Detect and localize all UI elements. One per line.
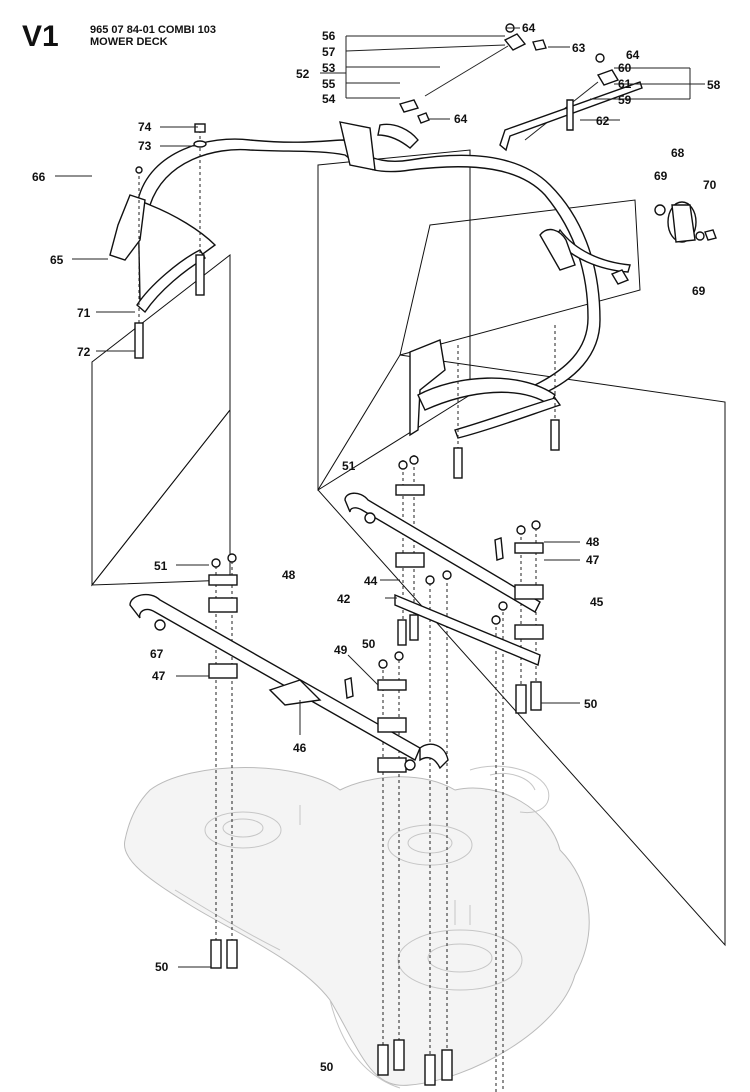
callout-69: 69	[692, 284, 706, 298]
callout-48: 48	[586, 535, 600, 549]
section-title: MOWER DECK	[90, 36, 168, 48]
adjusting-rods	[398, 23, 643, 152]
callout-46: 46	[293, 741, 307, 755]
roller-assembly	[610, 201, 717, 285]
callout-42: 42	[337, 592, 351, 606]
callout-64: 64	[522, 21, 536, 35]
callout-67: 67	[150, 647, 164, 661]
part-number-line: 965 07 84-01 COMBI 103	[90, 24, 216, 36]
callout-44: 44	[364, 574, 378, 588]
callout-49: 49	[334, 643, 348, 657]
callout-47: 47	[152, 669, 166, 683]
callout-65: 65	[50, 253, 64, 267]
callout-59: 59	[618, 93, 632, 107]
lift-arm-tube	[109, 121, 631, 439]
callout-74: 74	[138, 120, 152, 134]
callout-73: 73	[138, 139, 152, 153]
callout-50: 50	[320, 1060, 334, 1074]
callout-45: 45	[590, 595, 604, 609]
callout-51: 51	[154, 559, 168, 573]
callout-48: 48	[282, 568, 296, 582]
callout-60: 60	[618, 61, 632, 75]
callout-69: 69	[654, 169, 668, 183]
mower-deck-ghost	[123, 765, 590, 1089]
callout-68: 68	[671, 146, 685, 160]
callout-64: 64	[454, 112, 468, 126]
callout-63: 63	[572, 41, 586, 55]
callout-53: 53	[322, 61, 336, 75]
callout-55: 55	[322, 77, 336, 91]
callout-58: 58	[707, 78, 721, 92]
callout-66: 66	[32, 170, 46, 184]
callout-56: 56	[322, 29, 336, 43]
leader-lines	[55, 27, 705, 968]
clamp-blocks	[154, 455, 544, 773]
callout-64: 64	[626, 48, 640, 62]
page-code: V1	[22, 20, 59, 53]
page-header: 965 07 84-01 COMBI 103 MOWER DECK	[90, 24, 216, 48]
callout-62: 62	[596, 114, 610, 128]
callout-54: 54	[322, 92, 336, 106]
bolt-stacks	[134, 123, 560, 1092]
callout-52: 52	[296, 67, 310, 81]
callout-71: 71	[77, 306, 91, 320]
callout-57: 57	[322, 45, 336, 59]
callout-50: 50	[584, 697, 598, 711]
callout-72: 72	[77, 345, 91, 359]
callout-70: 70	[703, 178, 717, 192]
callout-labels: 64 56 57 63 53 64 52 60 58 55 61 54 59 6…	[32, 21, 721, 1074]
callout-50: 50	[362, 637, 376, 651]
callout-61: 61	[618, 77, 632, 91]
callout-47: 47	[586, 553, 600, 567]
callout-51: 51	[342, 459, 356, 473]
callout-50: 50	[155, 960, 169, 974]
lower-tubes	[129, 492, 541, 770]
